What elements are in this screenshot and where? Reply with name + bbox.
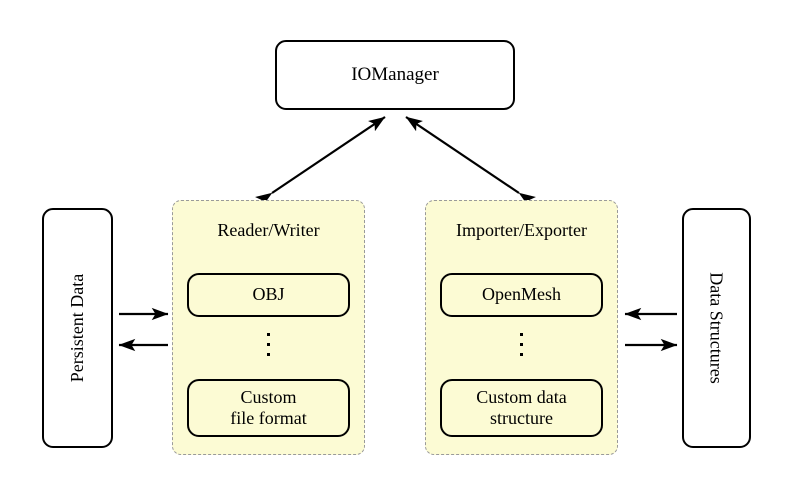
arrow-io-to-reader-writer — [255, 116, 386, 208]
importer-exporter-item-custom-line1: Custom data — [476, 386, 567, 407]
importer-exporter-item-openmesh-label: OpenMesh — [482, 284, 561, 305]
importer-exporter-item-custom-data-structure: Custom data structure — [440, 379, 603, 437]
persistent-data-box: Persistent Data — [42, 208, 113, 448]
data-structures-label: Data Structures — [706, 272, 727, 384]
importer-exporter-title: Importer/Exporter — [456, 220, 587, 240]
arrow-io-to-importer-exporter — [405, 116, 536, 208]
importer-exporter-item-openmesh: OpenMesh — [440, 273, 603, 317]
io-manager-label: IOManager — [351, 64, 439, 85]
reader-writer-item-obj: OBJ — [187, 273, 350, 317]
importer-exporter-vertical-dots-icon — [426, 333, 617, 356]
importer-exporter-item-custom-line2: structure — [490, 408, 553, 428]
reader-writer-vertical-dots-icon — [173, 333, 364, 356]
reader-writer-item-custom-line2: file format — [230, 408, 307, 428]
reader-writer-item-custom-line1: Custom — [240, 386, 297, 407]
persistent-data-label: Persistent Data — [67, 273, 88, 383]
reader-writer-item-custom-file-format: Custom file format — [187, 379, 350, 437]
reader-writer-panel: Reader/Writer OBJ Custom file format — [172, 200, 365, 455]
importer-exporter-panel: Importer/Exporter OpenMesh Custom data s… — [425, 200, 618, 455]
data-structures-box: Data Structures — [682, 208, 751, 448]
reader-writer-item-obj-label: OBJ — [252, 284, 285, 305]
reader-writer-title: Reader/Writer — [217, 220, 320, 240]
io-manager-box: IOManager — [275, 40, 515, 110]
